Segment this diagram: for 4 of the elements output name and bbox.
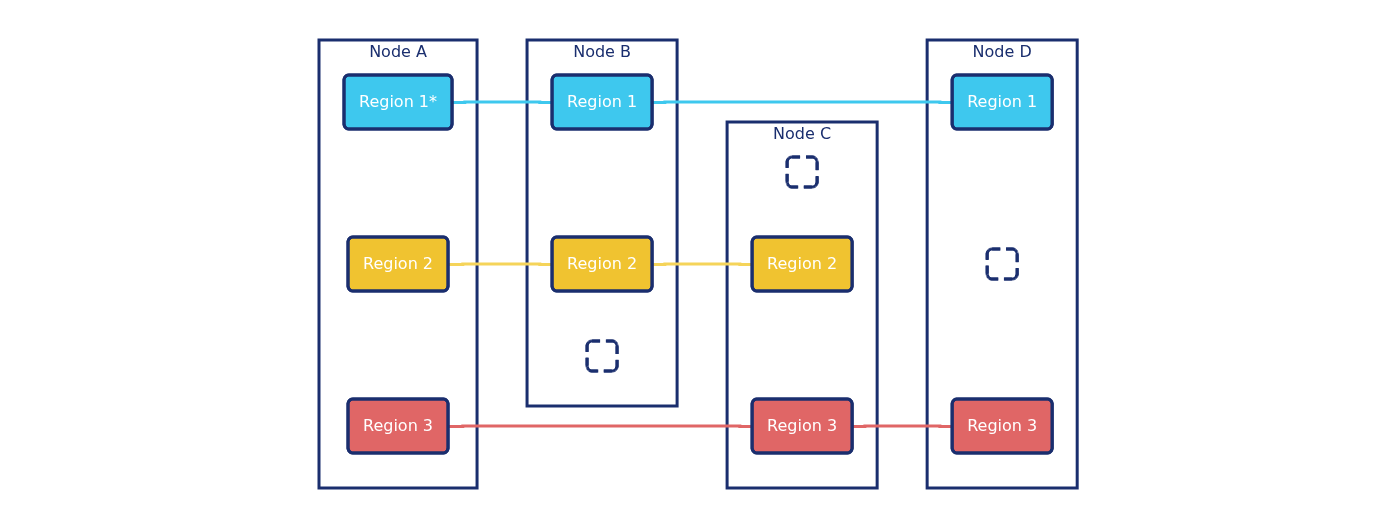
connector [852, 424, 953, 428]
connector [448, 424, 753, 428]
connector [652, 262, 753, 266]
connector [652, 100, 953, 104]
